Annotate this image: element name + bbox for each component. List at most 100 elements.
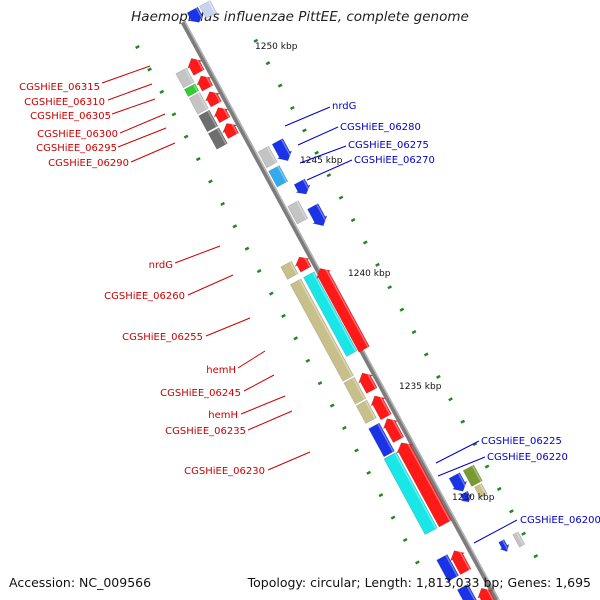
gene-highlight xyxy=(184,68,194,84)
gene-feature xyxy=(436,554,460,582)
gene-feature xyxy=(498,539,510,552)
gene-shape xyxy=(474,483,488,499)
gene-label-nrdg-left[interactable]: nrdG xyxy=(149,260,173,271)
tick-dot xyxy=(378,493,384,498)
gene-label-cgshiee-06290[interactable]: CGSHiEE_06290 xyxy=(48,158,129,169)
gene-highlight xyxy=(302,179,311,193)
gene-highlight xyxy=(457,548,471,570)
gene-label-cgshiee-06260[interactable]: CGSHiEE_06260 xyxy=(104,291,185,302)
gene-highlight xyxy=(465,491,472,501)
gene-highlight xyxy=(516,532,525,546)
gene-label-nrdg-right[interactable]: nrdG xyxy=(332,101,356,112)
tick-dot xyxy=(448,397,453,402)
gene-shape xyxy=(460,490,473,503)
tick-dot xyxy=(159,89,165,94)
gene-shape xyxy=(355,399,377,424)
tick-dot xyxy=(326,173,332,178)
tick-guides xyxy=(135,38,539,565)
gene-shape xyxy=(396,442,452,528)
gene-label-cgshiee-06280[interactable]: CGSHiEE_06280 xyxy=(340,122,421,133)
gene-label-cgshiee-06245[interactable]: CGSHiEE_06245 xyxy=(160,388,241,399)
gene-shape xyxy=(196,75,214,92)
gene-label-hemh-1[interactable]: hemH xyxy=(206,365,236,376)
scale-label-1240: 1240 kbp xyxy=(348,269,391,279)
gene-highlight xyxy=(445,554,459,577)
gene-highlight xyxy=(316,203,328,224)
gene-highlight xyxy=(298,279,353,377)
gene-shape xyxy=(175,67,195,89)
tick-dot xyxy=(509,509,514,514)
gene-label-cgshiee-06225[interactable]: CGSHiEE_06225 xyxy=(481,436,562,447)
tick-dot xyxy=(329,403,335,408)
gene-shape xyxy=(307,203,328,227)
gene-highlight xyxy=(502,539,510,552)
gene-shape xyxy=(370,395,392,421)
gene-feature xyxy=(207,127,228,150)
gene-label-cgshiee-06305[interactable]: CGSHiEE_06305 xyxy=(30,111,111,122)
gene-feature xyxy=(289,278,354,382)
gene-feature xyxy=(257,145,278,169)
gene-highlight xyxy=(230,120,239,134)
gene-label-cgshiee-06270[interactable]: CGSHiEE_06270 xyxy=(354,155,435,166)
tick-dot xyxy=(521,531,526,536)
tick-dot xyxy=(354,448,359,453)
gene-shape xyxy=(222,123,240,140)
gene-label-cgshiee-06275[interactable]: CGSHiEE_06275 xyxy=(348,140,429,151)
tick-dot xyxy=(460,419,466,424)
tick-dot xyxy=(415,560,420,565)
gene-label-cgshiee-06220[interactable]: CGSHiEE_06220 xyxy=(487,452,568,463)
tick-dot xyxy=(402,537,408,543)
gene-highlight xyxy=(377,423,394,453)
gene-shape xyxy=(368,422,395,458)
gene-highlight xyxy=(457,472,468,490)
gene-highlight xyxy=(208,0,217,14)
gene-highlight xyxy=(405,439,451,522)
tick-dot xyxy=(253,38,259,43)
gene-label-hemh-2[interactable]: hemH xyxy=(208,410,238,421)
gene-label-cgshiee-06200[interactable]: CGSHiEE_06200 xyxy=(520,515,600,526)
gene-label-cgshiee-06300[interactable]: CGSHiEE_06300 xyxy=(37,129,118,140)
tick-dot xyxy=(293,336,299,341)
tick-dot xyxy=(171,112,177,117)
gene-feature xyxy=(307,203,328,227)
scale-label-1250: 1250 kbp xyxy=(255,42,298,52)
gene-highlight xyxy=(216,128,227,145)
gene-label-cgshiee-06310[interactable]: CGSHiEE_06310 xyxy=(24,97,105,108)
gene-highlight xyxy=(221,105,230,119)
gene-feature xyxy=(268,165,289,188)
genome-summary-text: Topology: circular; Length: 1,813,033 bp… xyxy=(247,575,591,590)
accession-text: Accession: NC_009566 xyxy=(9,575,152,590)
gene-highlight xyxy=(365,370,377,389)
feature-track xyxy=(175,0,526,600)
gene-shape xyxy=(382,418,405,444)
tick-dot xyxy=(399,307,405,312)
gene-highlight xyxy=(204,73,213,87)
gene-feature xyxy=(358,370,378,394)
tick-dot xyxy=(387,285,393,290)
gene-label-cgshiee-06235[interactable]: CGSHiEE_06235 xyxy=(165,426,246,437)
tick-dot xyxy=(265,61,271,66)
gene-label-cgshiee-06255[interactable]: CGSHiEE_06255 xyxy=(122,332,203,343)
gene-shape xyxy=(294,256,312,273)
gene-highlight xyxy=(471,465,482,482)
gene-label-cgshiee-06230[interactable]: CGSHiEE_06230 xyxy=(184,466,265,477)
gene-shape xyxy=(358,372,378,394)
tick-dot xyxy=(232,224,238,229)
gene-shape xyxy=(477,587,497,600)
gene-highlight xyxy=(394,452,437,530)
gene-shape xyxy=(187,58,205,76)
tick-dot xyxy=(338,195,344,200)
gene-shape xyxy=(343,376,367,405)
scale-label-1230: 1230 kbp xyxy=(452,493,495,503)
tick-dot xyxy=(277,83,283,88)
gene-shape xyxy=(268,165,289,188)
gene-feature xyxy=(450,548,472,575)
tick-dot xyxy=(411,330,417,335)
gene-shape xyxy=(450,550,472,575)
gene-label-cgshiee-06315[interactable]: CGSHiEE_06315 xyxy=(19,82,100,93)
gene-feature xyxy=(456,583,481,600)
gene-shape xyxy=(186,6,204,23)
gene-highlight xyxy=(352,377,366,400)
gene-label-cgshiee-06295[interactable]: CGSHiEE_06295 xyxy=(36,143,117,154)
tick-dot xyxy=(533,554,539,559)
